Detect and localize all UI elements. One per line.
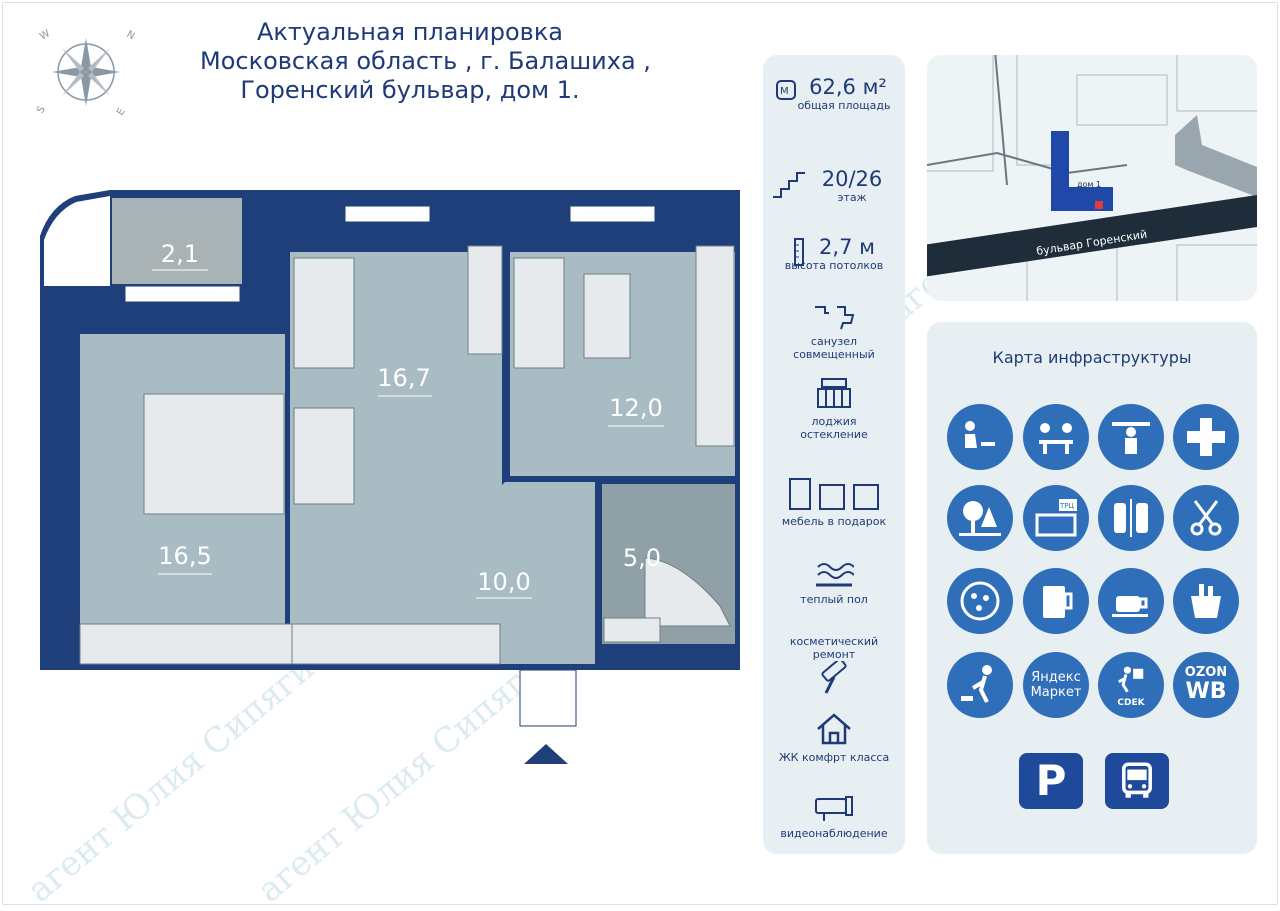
repair-label-2: ремонт (812, 648, 856, 661)
furniture-label: мебель в подарок (781, 515, 887, 528)
wb-label: WB (1185, 679, 1227, 704)
floor-value: 20/26 (821, 167, 883, 191)
feature-floor: 20/26 этаж (763, 167, 905, 204)
infrastructure-panel: Карта инфраструктуры ТРЦ Яндекс Маркет C… (927, 322, 1257, 854)
repair-label-1: косметический (789, 635, 879, 648)
location-map: дом 1 бульвар Горенский (927, 55, 1257, 301)
ruler-icon (794, 238, 804, 266)
pharmacy-icon[interactable] (1173, 404, 1239, 470)
feature-furniture: мебель в подарок (763, 477, 905, 528)
pizza-icon[interactable] (947, 568, 1013, 634)
building-marker (1051, 131, 1113, 211)
infra-title: Карта инфраструктуры (992, 348, 1192, 367)
complex-label: ЖК комфрт класса (778, 751, 890, 764)
feature-complex: ЖК комфрт класса (763, 711, 905, 764)
compass-east: E (115, 107, 128, 118)
house-icon (817, 713, 851, 745)
plan-title: Актуальная планировка Московская область… (200, 18, 651, 105)
floor-heating-label: теплый пол (800, 593, 868, 606)
ozon-wb-icon[interactable]: OZON WB (1173, 652, 1239, 718)
cdek-icon[interactable]: CDEK (1098, 652, 1164, 718)
furniture-icon (789, 478, 879, 510)
yandex-market-icon[interactable]: Яндекс Маркет (1023, 652, 1089, 718)
feature-cctv: видеонаблюдение (763, 793, 905, 840)
area-hall: 10,0 (477, 568, 530, 596)
barber-icon[interactable] (1173, 485, 1239, 551)
title-line-1: Актуальная планировка (256, 18, 564, 46)
bathroom-label-1: санузел (810, 335, 858, 348)
title-line-2: Московская область , г. Балашиха , (200, 47, 651, 75)
ceiling-label: высота потолков (784, 259, 884, 272)
park-icon[interactable] (947, 485, 1013, 551)
feature-floor-heating: теплый пол (763, 559, 905, 606)
plan-windows (124, 205, 656, 303)
compass-north: N (125, 29, 137, 42)
floor-plan: 2,1 16,5 16,7 12,0 10,0 5,0 (40, 190, 740, 764)
floor-heating-icon (816, 563, 855, 587)
area-kitchen: 12,0 (609, 394, 662, 422)
ozon-label: OZON (1184, 665, 1228, 680)
area-living: 16,7 (377, 364, 430, 392)
loggia-label-2: остекление (800, 428, 868, 441)
entry-arrow (524, 744, 568, 764)
compass-west: W (38, 28, 52, 43)
cdek-label: CDEK (1117, 697, 1145, 708)
loggia-label-1: лоджия (811, 415, 857, 428)
paint-roller-icon (821, 658, 847, 694)
parking-icon[interactable]: P (1019, 753, 1083, 809)
cafe-icon[interactable] (1098, 568, 1164, 634)
mall-icon[interactable]: ТРЦ (1023, 485, 1089, 551)
compass-south: S (36, 104, 48, 115)
beer-icon[interactable] (1023, 568, 1089, 634)
title-line-3: Горенский бульвар, дом 1. (240, 76, 580, 104)
parking-label: P (1035, 756, 1067, 805)
feature-repair: косметический ремонт (763, 635, 905, 701)
area-icon: M (776, 80, 796, 100)
balcony-glazing (44, 196, 110, 286)
map-building-label: дом 1 (1077, 180, 1101, 189)
stairs-icon (773, 172, 805, 198)
features-panel: M 62,6 м² общая площадь 20/26 этаж 2,7 м… (763, 55, 905, 854)
plan-furniture (79, 245, 735, 665)
feature-bathroom: санузел совмещенный (763, 303, 905, 361)
camera-icon (815, 796, 853, 821)
fitness-icon[interactable] (1098, 404, 1164, 470)
bus-stop-icon[interactable] (1105, 753, 1169, 809)
compass-rose: N W S E (36, 28, 137, 118)
feature-area: M 62,6 м² общая площадь (763, 75, 905, 112)
room-hall (290, 482, 595, 664)
kindergarten-icon[interactable] (1023, 404, 1089, 470)
area-value: 62,6 м² (809, 75, 887, 99)
cctv-label: видеонаблюдение (780, 827, 888, 840)
school-icon[interactable] (947, 404, 1013, 470)
loggia-icon (817, 378, 851, 408)
area-bedroom: 16,5 (158, 542, 211, 570)
car-parking-icon[interactable] (1098, 485, 1164, 551)
dog-walking-icon[interactable] (947, 652, 1013, 718)
floor-label: этаж (837, 191, 867, 204)
yandex-line-1: Яндекс (1031, 670, 1081, 685)
trc-label: ТРЦ (1059, 502, 1074, 510)
map-graphic: дом 1 бульвар Горенский (927, 55, 1257, 301)
svg-text:M: M (780, 86, 789, 97)
bathroom-label-2: совмещенный (793, 348, 875, 361)
toilet-icon (815, 306, 855, 330)
feature-ceiling: 2,7 м высота потолков (763, 235, 905, 272)
area-balcony: 2,1 (161, 240, 199, 268)
entry-door[interactable] (519, 669, 577, 727)
area-label: общая площадь (797, 99, 891, 112)
ceiling-value: 2,7 м (819, 235, 875, 259)
yandex-line-2: Маркет (1030, 685, 1082, 700)
area-bathroom: 5,0 (623, 544, 661, 572)
grocery-icon[interactable] (1173, 568, 1239, 634)
feature-loggia: лоджия остекление (763, 377, 905, 441)
